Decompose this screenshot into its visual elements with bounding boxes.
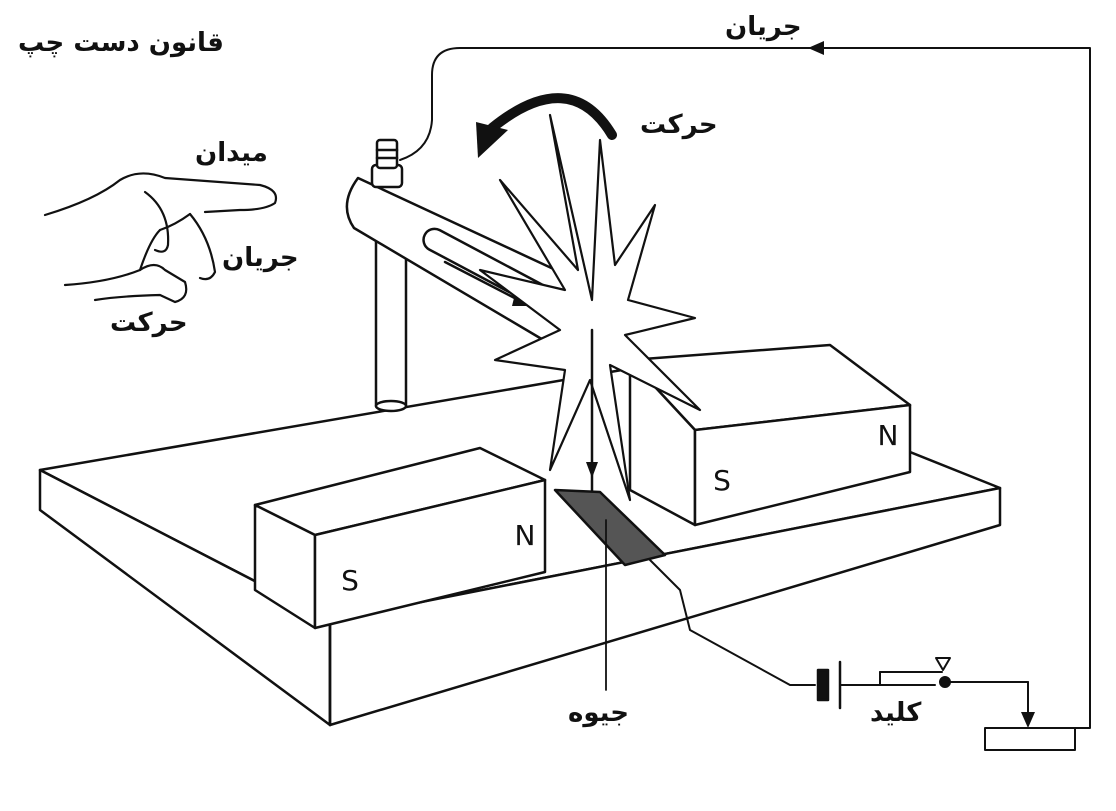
left-magnet bbox=[253, 446, 547, 630]
mercury-label: جیوه bbox=[568, 698, 630, 728]
wire-arrow-icon bbox=[586, 462, 598, 478]
motion-label-top: حرکت bbox=[640, 110, 718, 140]
field-label-hand: میدان bbox=[195, 138, 268, 168]
stand-pillar bbox=[374, 226, 408, 413]
diagram-title: قانون دست چپ bbox=[18, 28, 224, 58]
key-label: کلید bbox=[870, 698, 922, 728]
right-magnet-s-label: S bbox=[713, 464, 731, 497]
key-switch-icon bbox=[879, 657, 951, 688]
current-arrow-icon bbox=[808, 41, 824, 55]
spark-star bbox=[478, 113, 702, 502]
battery-icon bbox=[816, 660, 842, 710]
left-magnet-n-label: N bbox=[515, 519, 536, 552]
circuit-wire bbox=[399, 41, 1091, 751]
current-label-top: جریان bbox=[725, 12, 802, 42]
mercury-trough bbox=[553, 488, 667, 567]
current-label-hand: جریان bbox=[222, 243, 299, 273]
left-magnet-s-label: S bbox=[341, 564, 359, 597]
hand-drawing bbox=[43, 172, 278, 304]
curved-motion-arrow-icon bbox=[476, 93, 617, 158]
right-magnet-n-label: N bbox=[878, 419, 899, 452]
motion-label-hand: حرکت bbox=[110, 308, 188, 338]
terminal-screw bbox=[370, 138, 404, 189]
